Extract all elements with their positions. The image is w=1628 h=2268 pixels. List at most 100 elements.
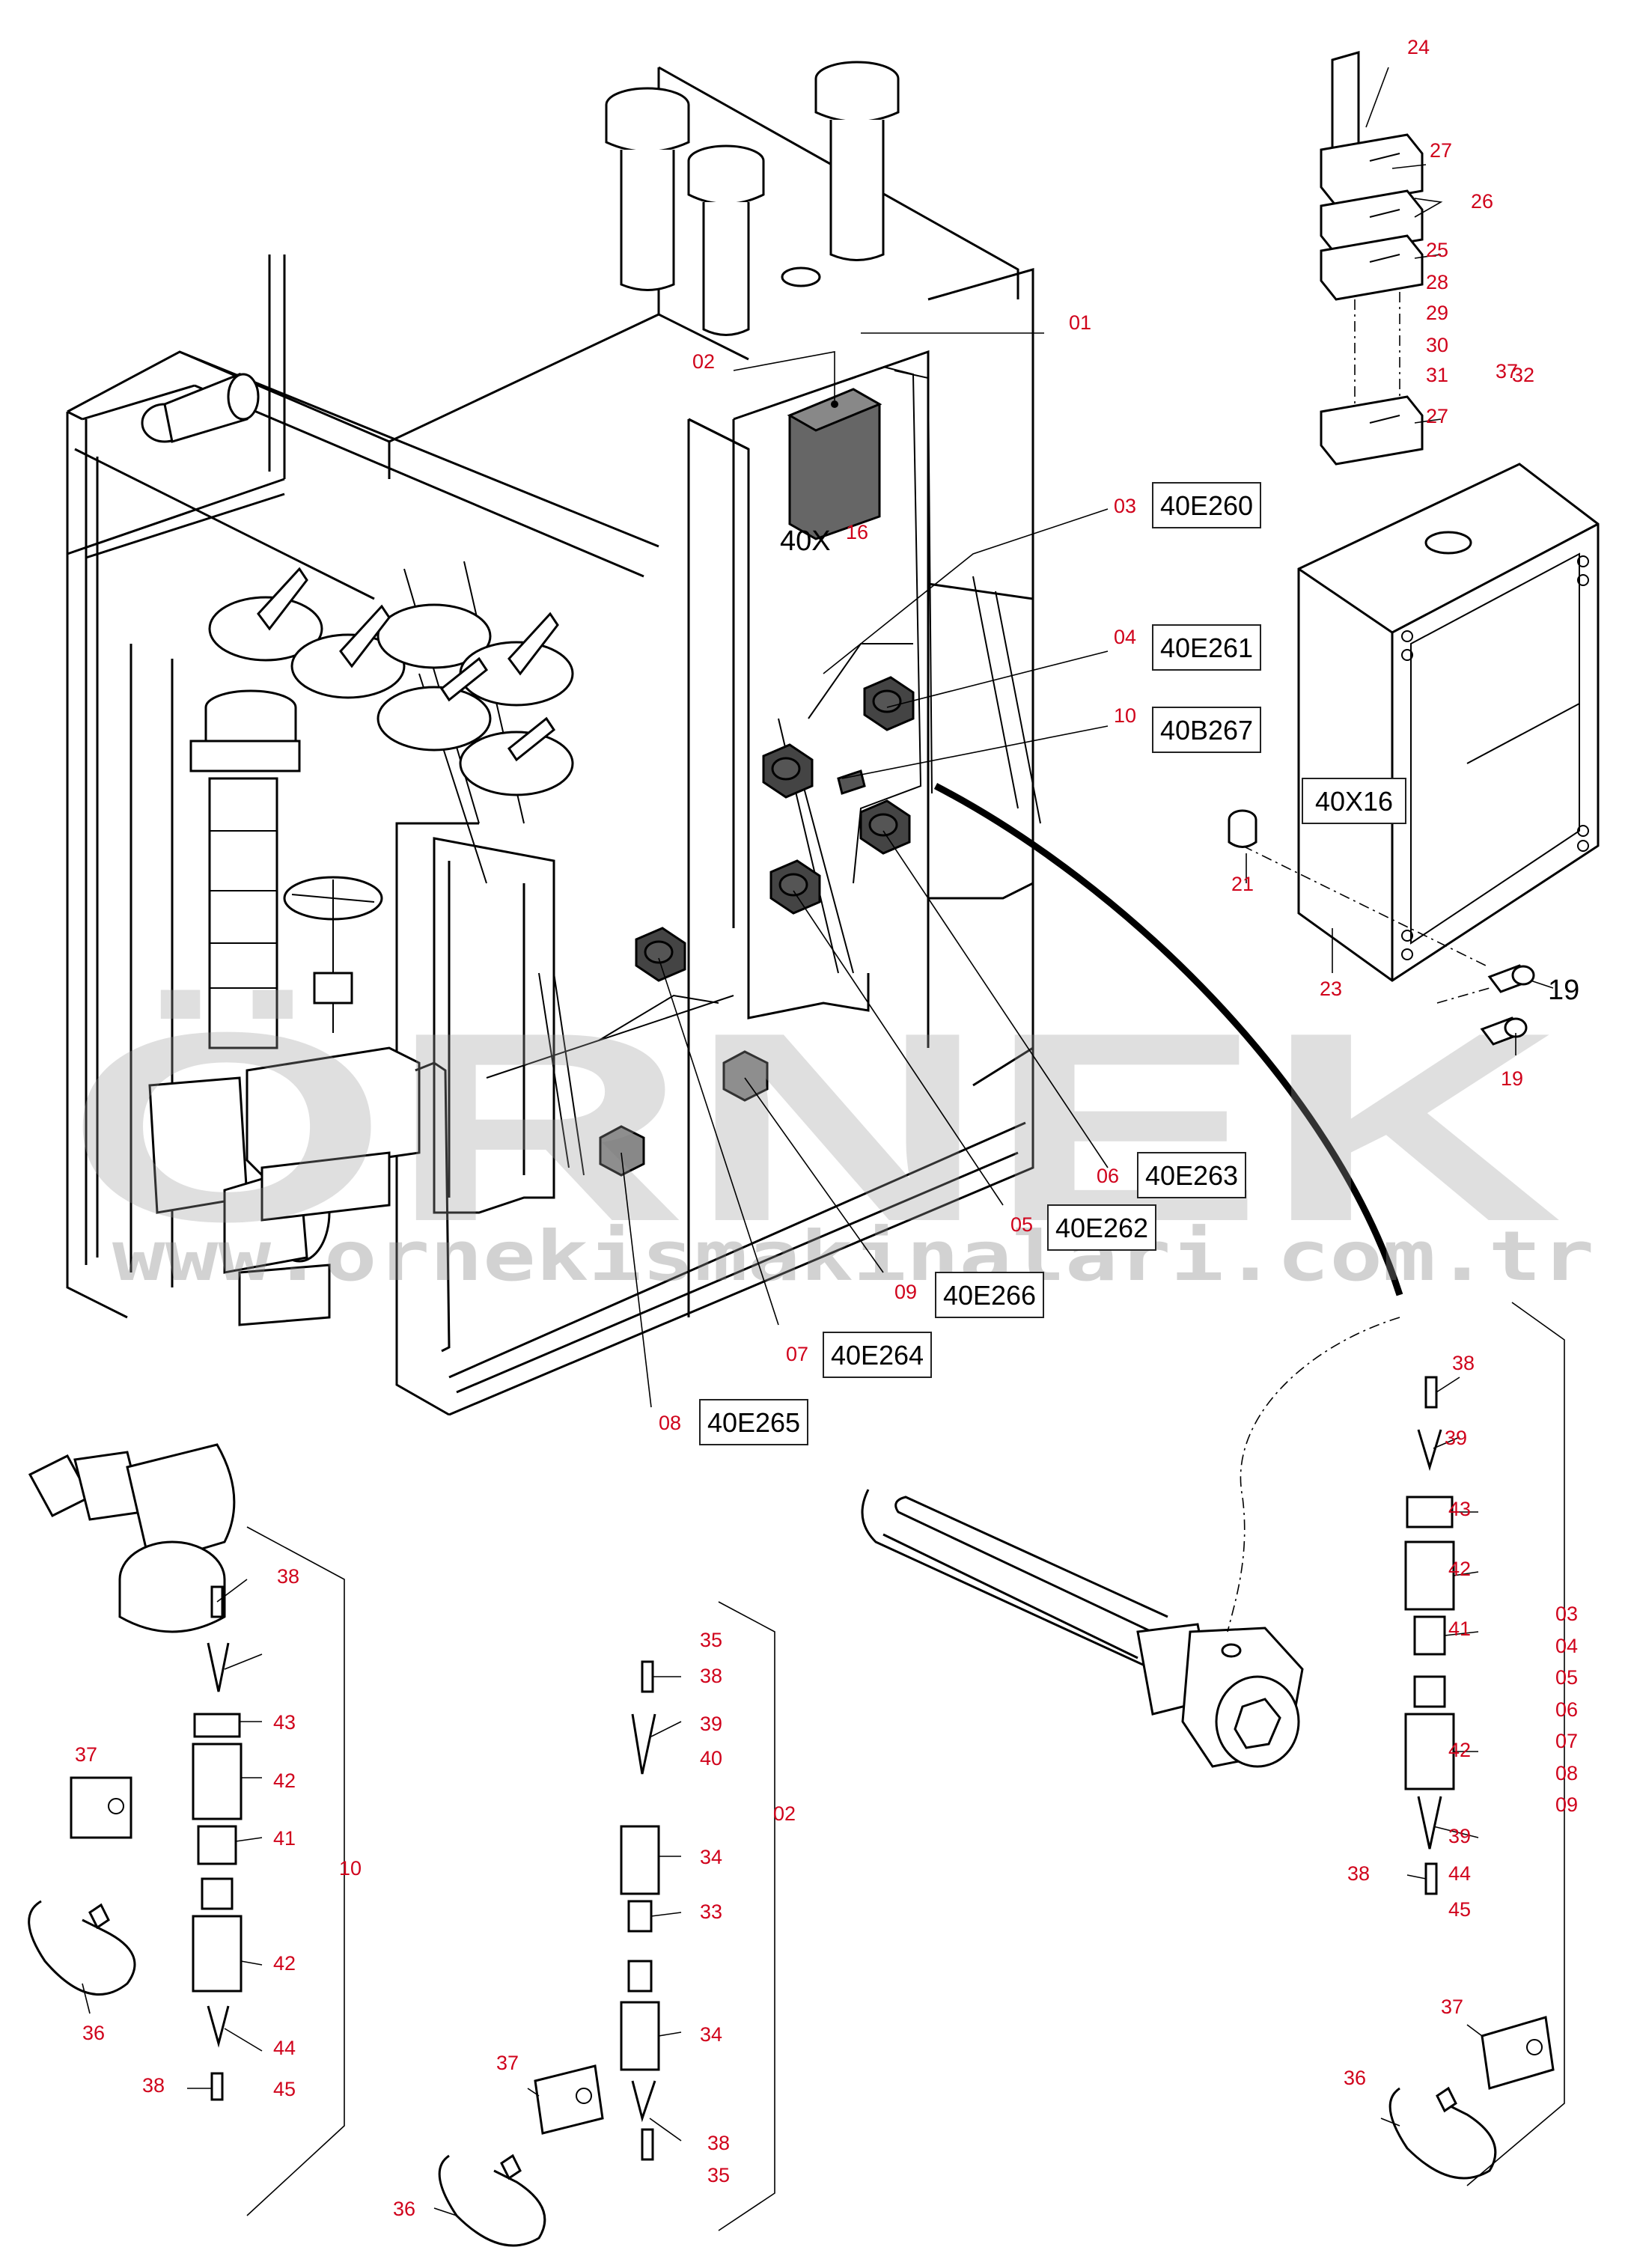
callout: 38 bbox=[700, 1665, 722, 1687]
callout: 23 bbox=[1320, 978, 1342, 1000]
column-02-parts bbox=[438, 1601, 775, 2247]
callout: 24 bbox=[1407, 36, 1430, 58]
heater-gland-nuts bbox=[599, 676, 915, 1177]
spacer-21 bbox=[1228, 809, 1257, 848]
tag-40e260: 40E260 bbox=[1152, 482, 1261, 528]
tag-40b267: 40B267 bbox=[1152, 707, 1261, 753]
callout: 07 bbox=[786, 1343, 808, 1365]
callout: 38 bbox=[1452, 1352, 1475, 1374]
callout: 04 bbox=[1114, 626, 1136, 648]
callout: 06 bbox=[1097, 1165, 1119, 1187]
callout: 07 bbox=[1555, 1730, 1578, 1752]
callout: 36 bbox=[393, 2198, 415, 2220]
float-chamber bbox=[246, 1046, 421, 1222]
svg-text:40E265: 40E265 bbox=[707, 1407, 800, 1438]
top-cap bbox=[781, 266, 821, 287]
callout: 41 bbox=[1448, 1618, 1471, 1640]
junction-box bbox=[1228, 463, 1600, 1046]
callout: 42 bbox=[1448, 1558, 1471, 1580]
callout: 06 bbox=[1555, 1698, 1578, 1721]
callout: 35 bbox=[700, 1629, 722, 1651]
svg-text:40E263: 40E263 bbox=[1145, 1160, 1238, 1191]
callout: 27 bbox=[1426, 405, 1448, 427]
callout: 44 bbox=[1448, 1862, 1471, 1885]
callout: 37 bbox=[75, 1743, 97, 1766]
callout: 37 bbox=[1441, 1996, 1463, 2018]
callout: 39 bbox=[1448, 1825, 1471, 1847]
callout: 04 bbox=[1555, 1635, 1578, 1657]
callout: 43 bbox=[1448, 1498, 1471, 1520]
callout: 03 bbox=[1555, 1603, 1578, 1625]
callout: 42 bbox=[1448, 1739, 1471, 1761]
top-knob-center bbox=[687, 144, 765, 336]
callout: 33 bbox=[700, 1900, 722, 1923]
watermark-brand: ÖRNEK bbox=[66, 977, 1563, 1278]
callout: 35 bbox=[707, 2164, 730, 2186]
callout: 38 bbox=[1347, 1862, 1370, 1885]
callout: 01 bbox=[1069, 311, 1091, 334]
tag-40e261: 40E261 bbox=[1152, 624, 1261, 671]
callout: 31 bbox=[1426, 364, 1448, 386]
svg-text:40B267: 40B267 bbox=[1160, 715, 1253, 746]
callout: 21 bbox=[1231, 873, 1254, 895]
callout: 09 bbox=[894, 1281, 917, 1303]
svg-text:40E264: 40E264 bbox=[831, 1340, 924, 1371]
callout: 25 bbox=[1426, 239, 1448, 261]
label-40x: 40X bbox=[780, 525, 831, 557]
label-19: 19 bbox=[1548, 975, 1579, 1006]
callout: 38 bbox=[142, 2074, 165, 2097]
machine-frame-drawing bbox=[66, 61, 1403, 1416]
callout: 05 bbox=[1555, 1666, 1578, 1689]
callout: 36 bbox=[1344, 2067, 1366, 2089]
top-knob-right bbox=[814, 61, 900, 261]
column-03-09-parts bbox=[1388, 1302, 1565, 2186]
tag-40x16: 40X16 bbox=[1302, 778, 1406, 824]
callout: 36 bbox=[82, 2022, 105, 2044]
callout: 45 bbox=[273, 2078, 296, 2100]
terminal-strip-assembly bbox=[1320, 51, 1424, 466]
svg-text:40E261: 40E261 bbox=[1160, 632, 1253, 663]
thermostat-fitting-10 bbox=[28, 1443, 345, 2216]
callout: 29 bbox=[1426, 302, 1448, 324]
svg-text:40E260: 40E260 bbox=[1160, 490, 1253, 521]
handwheel bbox=[283, 876, 383, 1033]
callout: 42 bbox=[273, 1769, 296, 1792]
callout-comma: 37 bbox=[1496, 360, 1518, 382]
callout: 28 bbox=[1426, 271, 1448, 293]
callout: 39 bbox=[700, 1713, 722, 1735]
screw-19-upper bbox=[1487, 964, 1535, 993]
callout: 10 bbox=[1114, 704, 1136, 727]
callout: 02 bbox=[773, 1802, 796, 1825]
callout: 27 bbox=[1430, 139, 1452, 162]
callout: 08 bbox=[1555, 1762, 1578, 1784]
pump-motor bbox=[141, 372, 260, 443]
callout: 05 bbox=[1010, 1213, 1033, 1236]
watermark: ÖRNEK www.ornekismakinalari.com.tr bbox=[66, 977, 1594, 1296]
callout: 37 bbox=[496, 2052, 519, 2074]
tag-40e262: 40E262 bbox=[1047, 1204, 1156, 1251]
callout: 41 bbox=[273, 1827, 296, 1850]
heater-disc-group bbox=[208, 567, 574, 796]
callout: 02 bbox=[692, 350, 715, 373]
label-16: 16 bbox=[846, 521, 868, 543]
terminal-block-40x16-installed bbox=[787, 388, 882, 540]
watermark-url: www.ornekismakinalari.com.tr bbox=[112, 1216, 1594, 1296]
callout: 39 bbox=[1445, 1427, 1467, 1449]
callout-numbers: 24 27 26 25 28 29 30 31 32 27 37 01 02 0… bbox=[75, 36, 1578, 2220]
callout: 26 bbox=[1471, 190, 1493, 213]
callout: 38 bbox=[277, 1565, 299, 1588]
tag-40e264: 40E264 bbox=[823, 1332, 932, 1378]
callout: 09 bbox=[1555, 1793, 1578, 1816]
callout: 45 bbox=[1448, 1898, 1471, 1921]
callout: 08 bbox=[659, 1412, 681, 1434]
svg-text:40E262: 40E262 bbox=[1055, 1213, 1148, 1243]
tag-40e263: 40E263 bbox=[1137, 1152, 1246, 1198]
heater-element bbox=[861, 1317, 1400, 1768]
svg-text:40E266: 40E266 bbox=[943, 1280, 1036, 1311]
callout: 30 bbox=[1426, 334, 1448, 356]
top-knob-left bbox=[605, 87, 690, 291]
callout: 19 bbox=[1501, 1067, 1523, 1090]
callout: 38 bbox=[707, 2132, 730, 2154]
callout: 34 bbox=[700, 1846, 722, 1868]
callout: 03 bbox=[1114, 495, 1136, 517]
